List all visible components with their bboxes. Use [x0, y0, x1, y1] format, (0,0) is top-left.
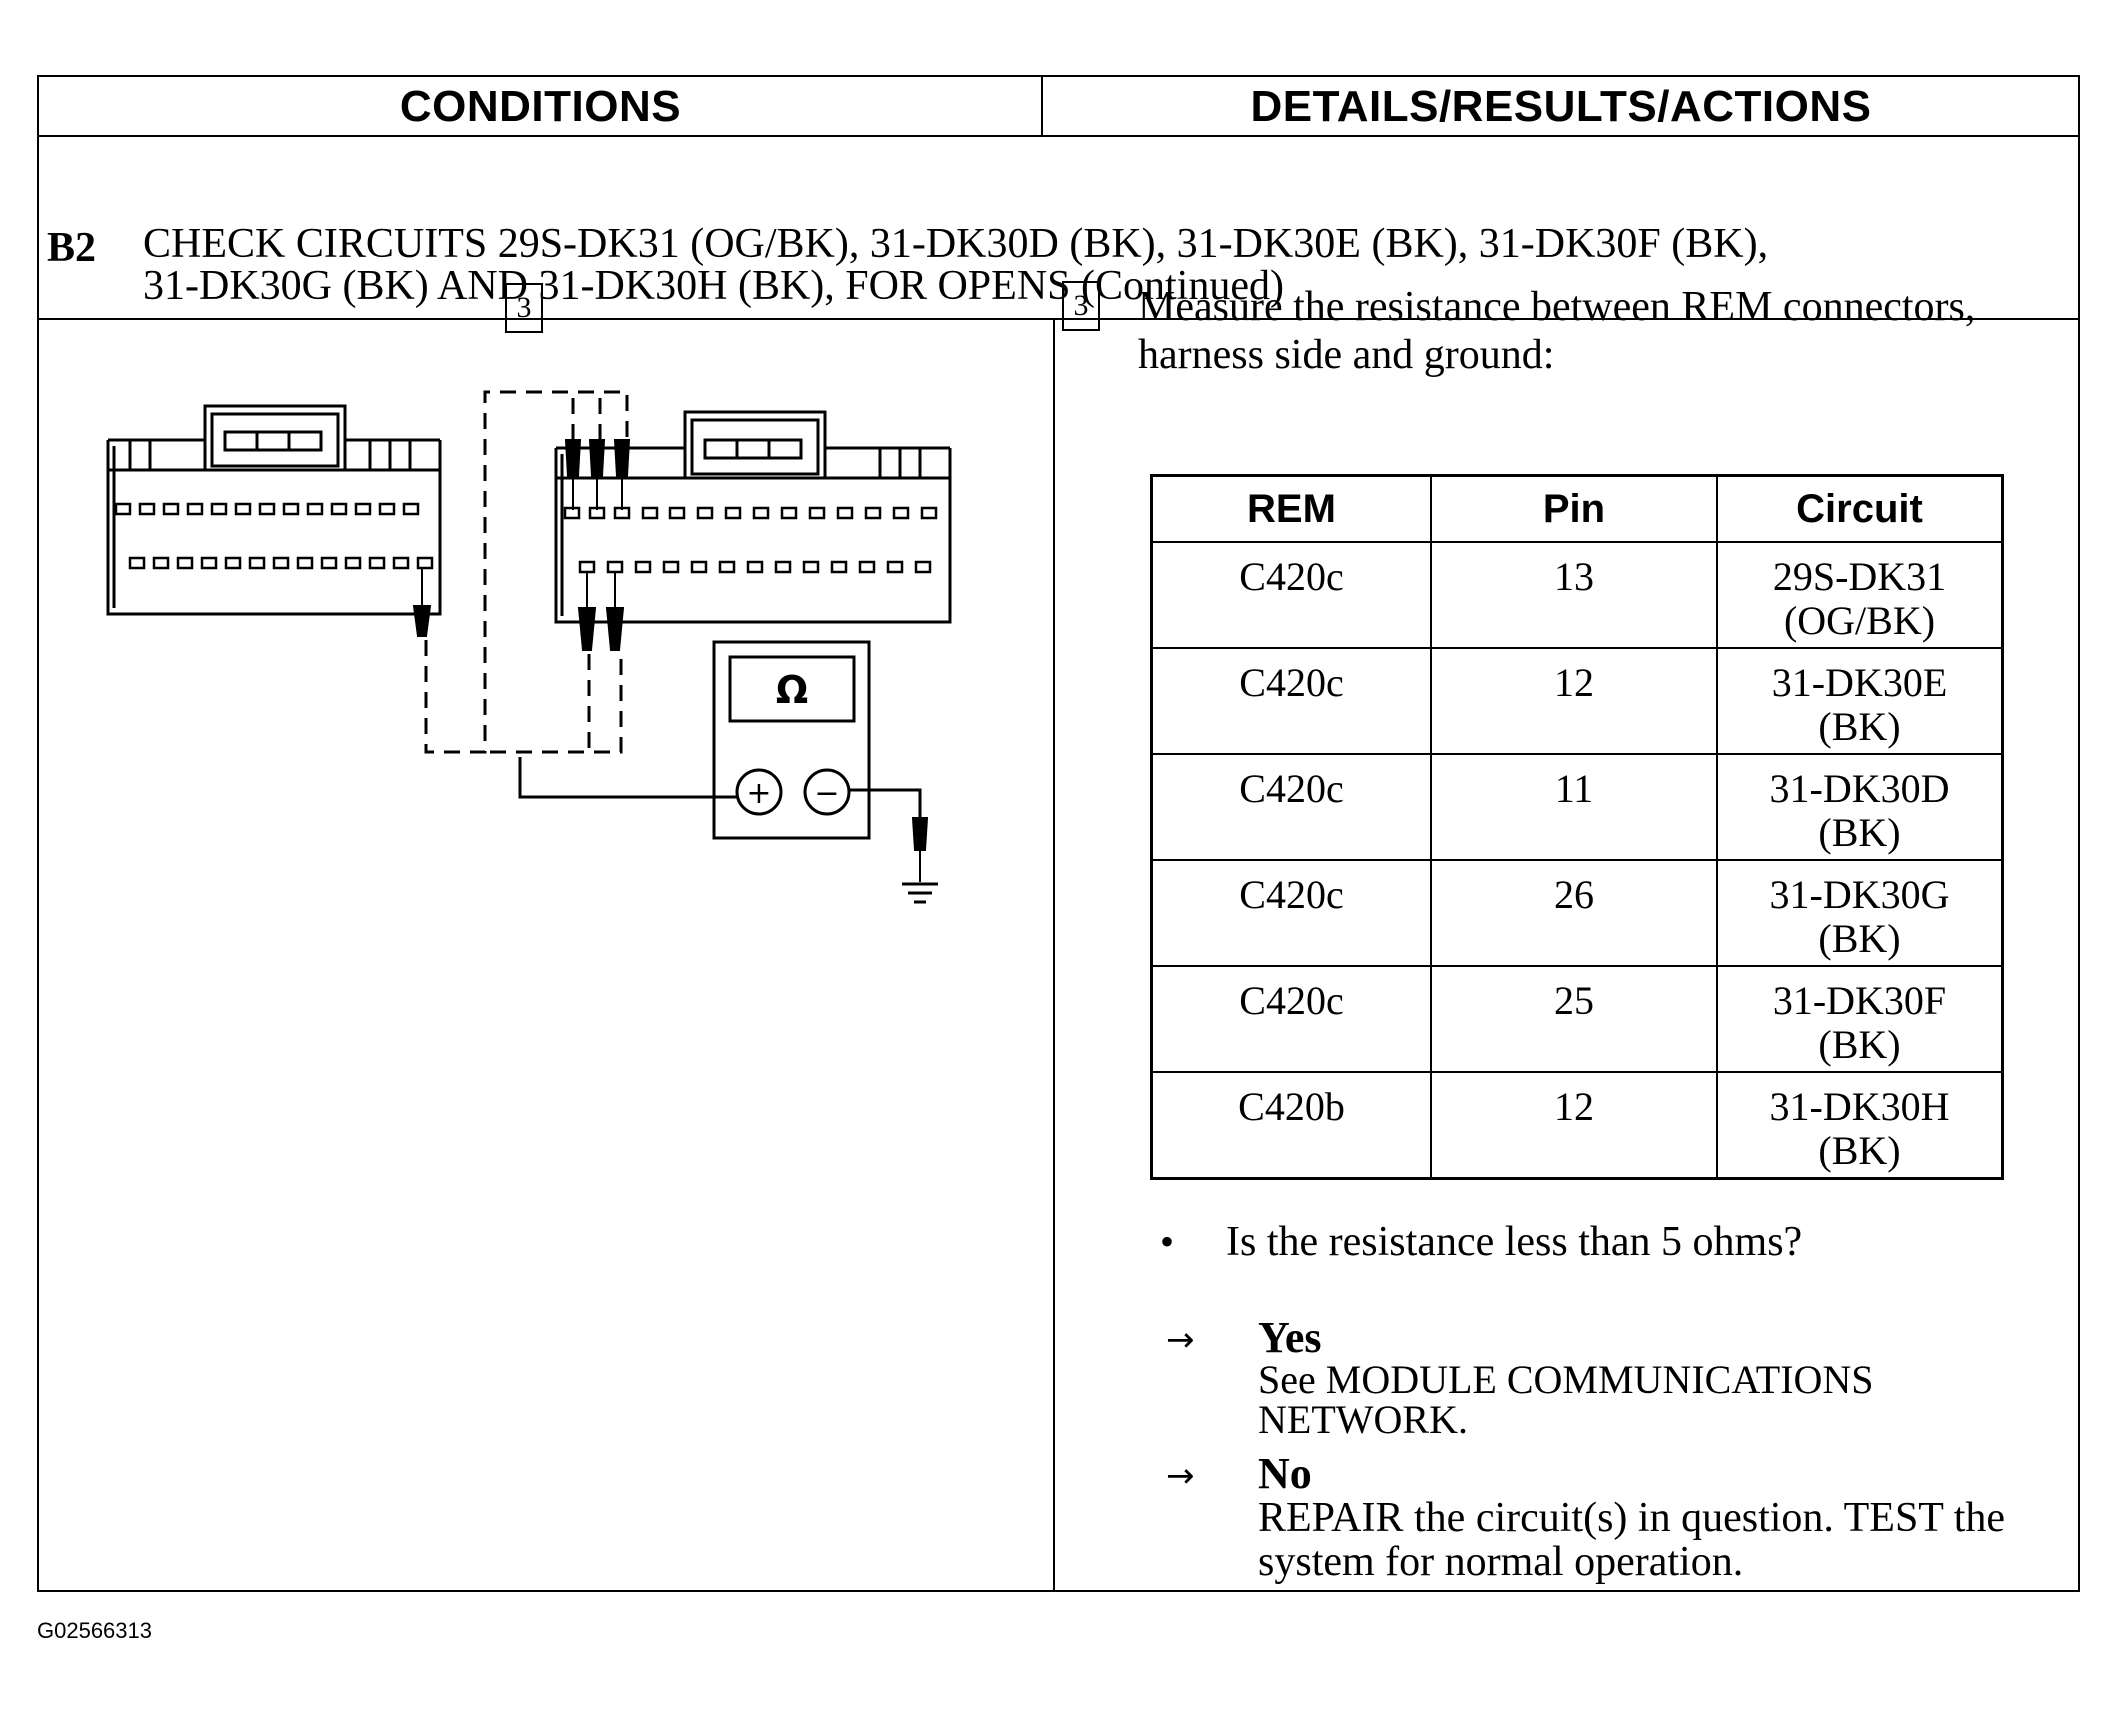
header-rem: REM	[1150, 474, 1432, 543]
table-row: C420c 13 29S-DK31(OG/BK)	[1150, 541, 2004, 649]
cell-circuit: 31-DK30H(BK)	[1716, 1071, 2004, 1179]
circuit-color: (BK)	[1818, 1022, 1901, 1067]
connector-c420c-bottom-pins	[578, 560, 932, 574]
header-circuit: Circuit	[1716, 474, 2004, 543]
header-divider	[1041, 77, 1043, 137]
cell-pin: 25	[1430, 965, 1718, 1073]
rem-circuit-table: REM Pin Circuit C420c 13 29S-DK31(OG/BK)…	[1150, 474, 2004, 1180]
no-action: REPAIR the circuit(s) in question. TEST …	[1258, 1496, 2005, 1584]
cell-rem: C420c	[1150, 965, 1432, 1073]
cell-pin: 13	[1430, 541, 1718, 649]
yes-action-line: See MODULE COMMUNICATIONS	[1258, 1357, 1874, 1402]
table-row: C420c 11 31-DK30D(BK)	[1150, 753, 2004, 861]
cell-pin: 12	[1430, 1071, 1718, 1179]
circuit-id: 29S-DK31	[1772, 554, 1947, 599]
cell-pin: 11	[1430, 753, 1718, 861]
yes-label: Yes	[1258, 1313, 1322, 1362]
yes-action-line: NETWORK.	[1258, 1397, 1468, 1442]
connector-c420b	[106, 404, 442, 616]
cell-rem: C420c	[1150, 859, 1432, 967]
connector-c420c-top-pins	[563, 506, 938, 520]
table-row: C420b 12 31-DK30H(BK)	[1150, 1071, 2004, 1179]
meter-leads	[518, 757, 922, 818]
cell-pin: 12	[1430, 647, 1718, 755]
connector-c420b-top-pins	[114, 502, 420, 516]
cell-circuit: 29S-DK31(OG/BK)	[1716, 541, 2004, 649]
test-probes	[412, 439, 631, 651]
table-row: C420c 12 31-DK30E(BK)	[1150, 647, 2004, 755]
ground-probe	[911, 817, 929, 882]
table-row: C420c 26 31-DK30G(BK)	[1150, 859, 2004, 967]
figure-id: G02566313	[37, 1618, 152, 1643]
details-header: DETAILS/RESULTS/ACTIONS	[1250, 82, 1872, 131]
ohmmeter	[712, 640, 871, 840]
circuit-color: (BK)	[1818, 1128, 1901, 1173]
step-title-line: 31-DK30G (BK) AND 31-DK30H (BK), FOR OPE…	[143, 263, 1284, 309]
cell-rem: C420c	[1150, 541, 1432, 649]
ohm-symbol: Ω	[776, 668, 808, 712]
cell-rem: C420c	[1150, 647, 1432, 755]
cell-circuit: 31-DK30G(BK)	[1716, 859, 2004, 967]
column-divider	[1053, 320, 1055, 1592]
conditions-header: CONDITIONS	[399, 82, 682, 131]
step-id: B2	[47, 225, 97, 271]
step-rule	[39, 318, 2078, 320]
no-action-line: REPAIR the circuit(s) in question. TEST …	[1258, 1495, 2006, 1541]
cell-rem: C420b	[1150, 1071, 1432, 1179]
yes-action: See MODULE COMMUNICATIONS NETWORK.	[1258, 1360, 1874, 1440]
cell-circuit: 31-DK30F(BK)	[1716, 965, 2004, 1073]
cell-circuit: 31-DK30E(BK)	[1716, 647, 2004, 755]
table-header-row: REM Pin Circuit	[1150, 474, 2004, 543]
no-action-line: system for normal operation.	[1258, 1539, 1744, 1585]
circuit-color: (BK)	[1818, 810, 1901, 855]
header-pin: Pin	[1430, 474, 1718, 543]
resistance-question: Is the resistance less than 5 ohms?	[1226, 1219, 1803, 1265]
cell-circuit: 31-DK30D(BK)	[1716, 753, 2004, 861]
circuit-color: (BK)	[1818, 704, 1901, 749]
connector-c420c	[554, 410, 952, 624]
cell-rem: C420c	[1150, 753, 1432, 861]
circuit-id: 31-DK30E	[1771, 660, 1948, 705]
header-rule	[39, 135, 2078, 137]
measurement-instruction: Measure the resistance between REM conne…	[1138, 283, 1975, 379]
ground-icon	[902, 882, 938, 904]
arrow-right-icon: →	[1166, 1456, 1195, 1496]
step-title-row: B2 CHECK CIRCUITS 29S-DK31 (OG/BK), 31-D…	[39, 137, 2078, 320]
circuit-color: (BK)	[1818, 916, 1901, 961]
connector-c420b-bottom-pins	[128, 556, 434, 570]
instruction-line: harness side and ground:	[1138, 332, 1555, 378]
circuit-id: 31-DK30D	[1769, 766, 1950, 811]
circuit-id: 31-DK30H	[1769, 1084, 1950, 1129]
pinpoint-test-table: CONDITIONS DETAILS/RESULTS/ACTIONS B2 CH…	[37, 75, 2080, 1592]
bullet-icon: •	[1160, 1219, 1175, 1264]
circuit-id: 31-DK30G	[1769, 872, 1950, 917]
cell-pin: 26	[1430, 859, 1718, 967]
table-row: C420c 25 31-DK30F(BK)	[1150, 965, 2004, 1073]
jumper-leads	[424, 390, 629, 754]
step-title-line: CHECK CIRCUITS 29S-DK31 (OG/BK), 31-DK30…	[143, 221, 1769, 267]
details-substep-number: 3	[1062, 281, 1100, 331]
minus-terminal: −	[814, 776, 839, 811]
circuit-id: 31-DK30F	[1772, 978, 1947, 1023]
step-title: CHECK CIRCUITS 29S-DK31 (OG/BK), 31-DK30…	[143, 223, 1768, 307]
circuit-color: (OG/BK)	[1783, 598, 1936, 643]
connector-measurement-diagram: Ω + −	[106, 390, 952, 904]
no-label: No	[1258, 1449, 1312, 1498]
diagram-substep-number: 3	[505, 283, 543, 333]
plus-terminal: +	[746, 776, 771, 811]
arrow-right-icon: →	[1166, 1320, 1195, 1360]
instruction-line: Measure the resistance between REM conne…	[1138, 284, 1976, 330]
